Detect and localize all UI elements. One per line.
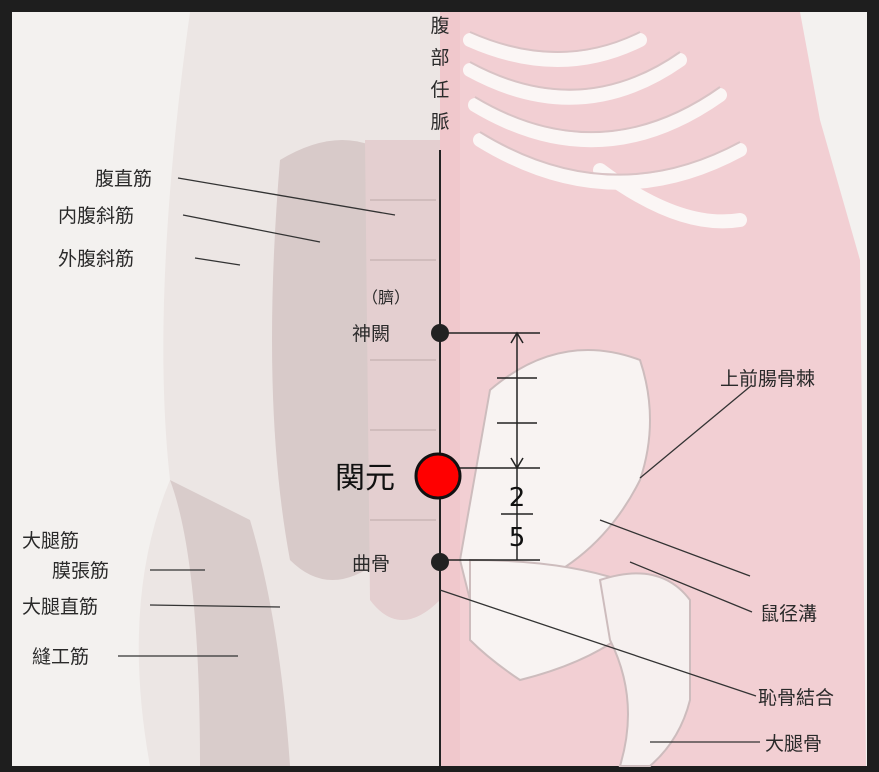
guanyuan-label: 関元 <box>335 461 395 496</box>
meridian-char-4: 脈 <box>430 111 449 133</box>
label-internal-oblique: 内腹斜筋 <box>58 205 134 227</box>
label-asis: 上前腸骨棘 <box>720 368 815 390</box>
meridian-char-1: 腹 <box>430 15 449 37</box>
shenque-label: 神闕 <box>352 323 390 345</box>
navel-note: （臍） <box>362 288 410 307</box>
label-sartorius: 縫工筋 <box>32 646 89 668</box>
label-external-oblique: 外腹斜筋 <box>58 248 134 270</box>
label-pubic-symphysis: 恥骨結合 <box>758 687 834 709</box>
label-tensor: 膜張筋 <box>52 560 109 582</box>
guanyuan-marker[interactable] <box>416 454 460 498</box>
ratio-denominator: 5 <box>509 523 526 553</box>
oblique-muscle <box>272 140 380 580</box>
qugu-point[interactable] <box>431 553 449 571</box>
label-inguinal: 鼠径溝 <box>760 603 817 625</box>
ratio-numerator: 2 <box>509 483 526 513</box>
meridian-char-2: 部 <box>430 47 449 69</box>
label-femur: 大腿骨 <box>765 733 822 755</box>
qugu-label: 曲骨 <box>352 553 390 575</box>
label-rectus-femoris: 大腿直筋 <box>22 596 98 618</box>
meridian-char-3: 任 <box>430 79 449 101</box>
shenque-point[interactable] <box>431 324 449 342</box>
label-gluteus: 大腿筋 <box>22 530 79 552</box>
label-rectus-abdominis: 腹直筋 <box>95 168 152 190</box>
